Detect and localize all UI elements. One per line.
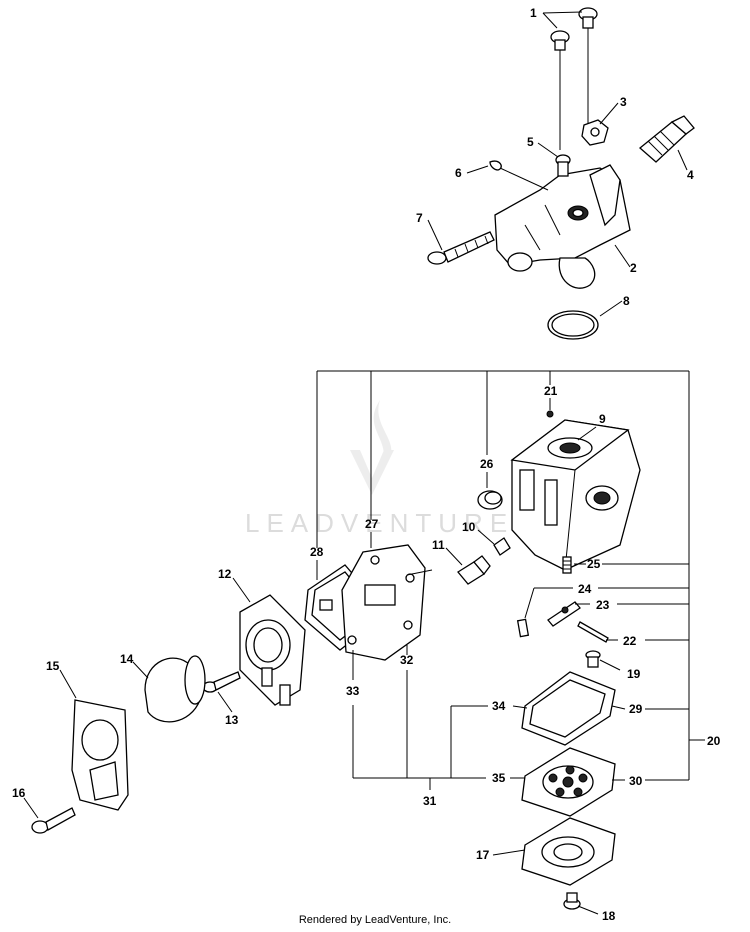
callout-16: 16 — [12, 786, 26, 800]
callout-27: 27 — [365, 517, 379, 531]
part-o-ring-8 — [547, 310, 599, 340]
callout-34: 34 — [492, 699, 506, 713]
part-adjuster-4 — [638, 115, 695, 163]
callout-9: 9 — [599, 412, 606, 426]
part-primer-bulb-14 — [144, 655, 206, 723]
callout-5: 5 — [527, 135, 534, 149]
callout-labels: 1 2 3 4 5 6 7 8 9 10 11 12 13 14 15 16 1… — [12, 6, 721, 923]
part-lever-24 — [516, 601, 581, 638]
part-screw-19 — [585, 650, 601, 668]
callout-18: 18 — [602, 909, 616, 923]
callout-22: 22 — [623, 634, 637, 648]
callout-21: 21 — [544, 384, 558, 398]
part-throttle-body-2 — [494, 164, 631, 289]
callout-11: 11 — [432, 538, 445, 552]
callout-35: 35 — [492, 771, 506, 785]
callout-14: 14 — [120, 652, 134, 666]
callout-12: 12 — [218, 567, 232, 581]
part-screw-1b — [578, 7, 598, 130]
callout-6: 6 — [455, 166, 462, 180]
callout-17: 17 — [476, 848, 490, 862]
part-screw-1a — [550, 30, 570, 150]
part-cap-26 — [477, 490, 503, 510]
part-clip-6 — [489, 160, 549, 191]
leader-lines — [23, 11, 705, 915]
callout-4: 4 — [687, 168, 694, 182]
part-fitting-11 — [457, 555, 491, 585]
watermark-text: LEADVENTURE — [245, 508, 514, 538]
footer-credit: Rendered by LeadVenture, Inc. — [298, 914, 452, 926]
callout-26: 26 — [480, 457, 494, 471]
part-pump-body-12 — [239, 594, 306, 706]
part-carb-body-9 — [510, 410, 641, 571]
callout-23: 23 — [596, 598, 610, 612]
part-screw-7 — [427, 231, 495, 265]
callout-31: 31 — [423, 794, 437, 808]
part-fitting-10 — [493, 537, 511, 556]
callout-19: 19 — [627, 667, 641, 681]
part-pin-22 — [577, 621, 609, 643]
callout-15: 15 — [46, 659, 60, 673]
part-diaphragm-30 — [521, 747, 616, 817]
part-screw-5 — [555, 154, 571, 177]
part-screw-13 — [202, 671, 241, 693]
part-spring-25 — [562, 556, 572, 574]
part-cover-17 — [521, 817, 616, 886]
callout-29: 29 — [629, 702, 643, 716]
callout-1: 1 — [530, 6, 537, 20]
callout-33: 33 — [346, 684, 360, 698]
callout-8: 8 — [623, 294, 630, 308]
watermark-logo — [350, 400, 394, 495]
part-nut-3 — [581, 119, 609, 146]
callout-2: 2 — [630, 261, 637, 275]
callout-13: 13 — [225, 713, 239, 727]
callout-10: 10 — [462, 520, 476, 534]
callout-32: 32 — [400, 653, 414, 667]
part-plate-27 — [341, 544, 426, 661]
callout-30: 30 — [629, 774, 643, 788]
callout-7: 7 — [416, 211, 423, 225]
callout-28: 28 — [310, 545, 324, 559]
callout-24: 24 — [578, 582, 592, 596]
part-screw-16 — [31, 807, 76, 834]
callout-20: 20 — [707, 734, 721, 748]
part-gasket-29 — [521, 671, 616, 746]
part-bracket-15 — [71, 699, 129, 811]
part-screw-18 — [563, 892, 581, 910]
callout-25: 25 — [587, 557, 601, 571]
callout-3: 3 — [620, 95, 627, 109]
